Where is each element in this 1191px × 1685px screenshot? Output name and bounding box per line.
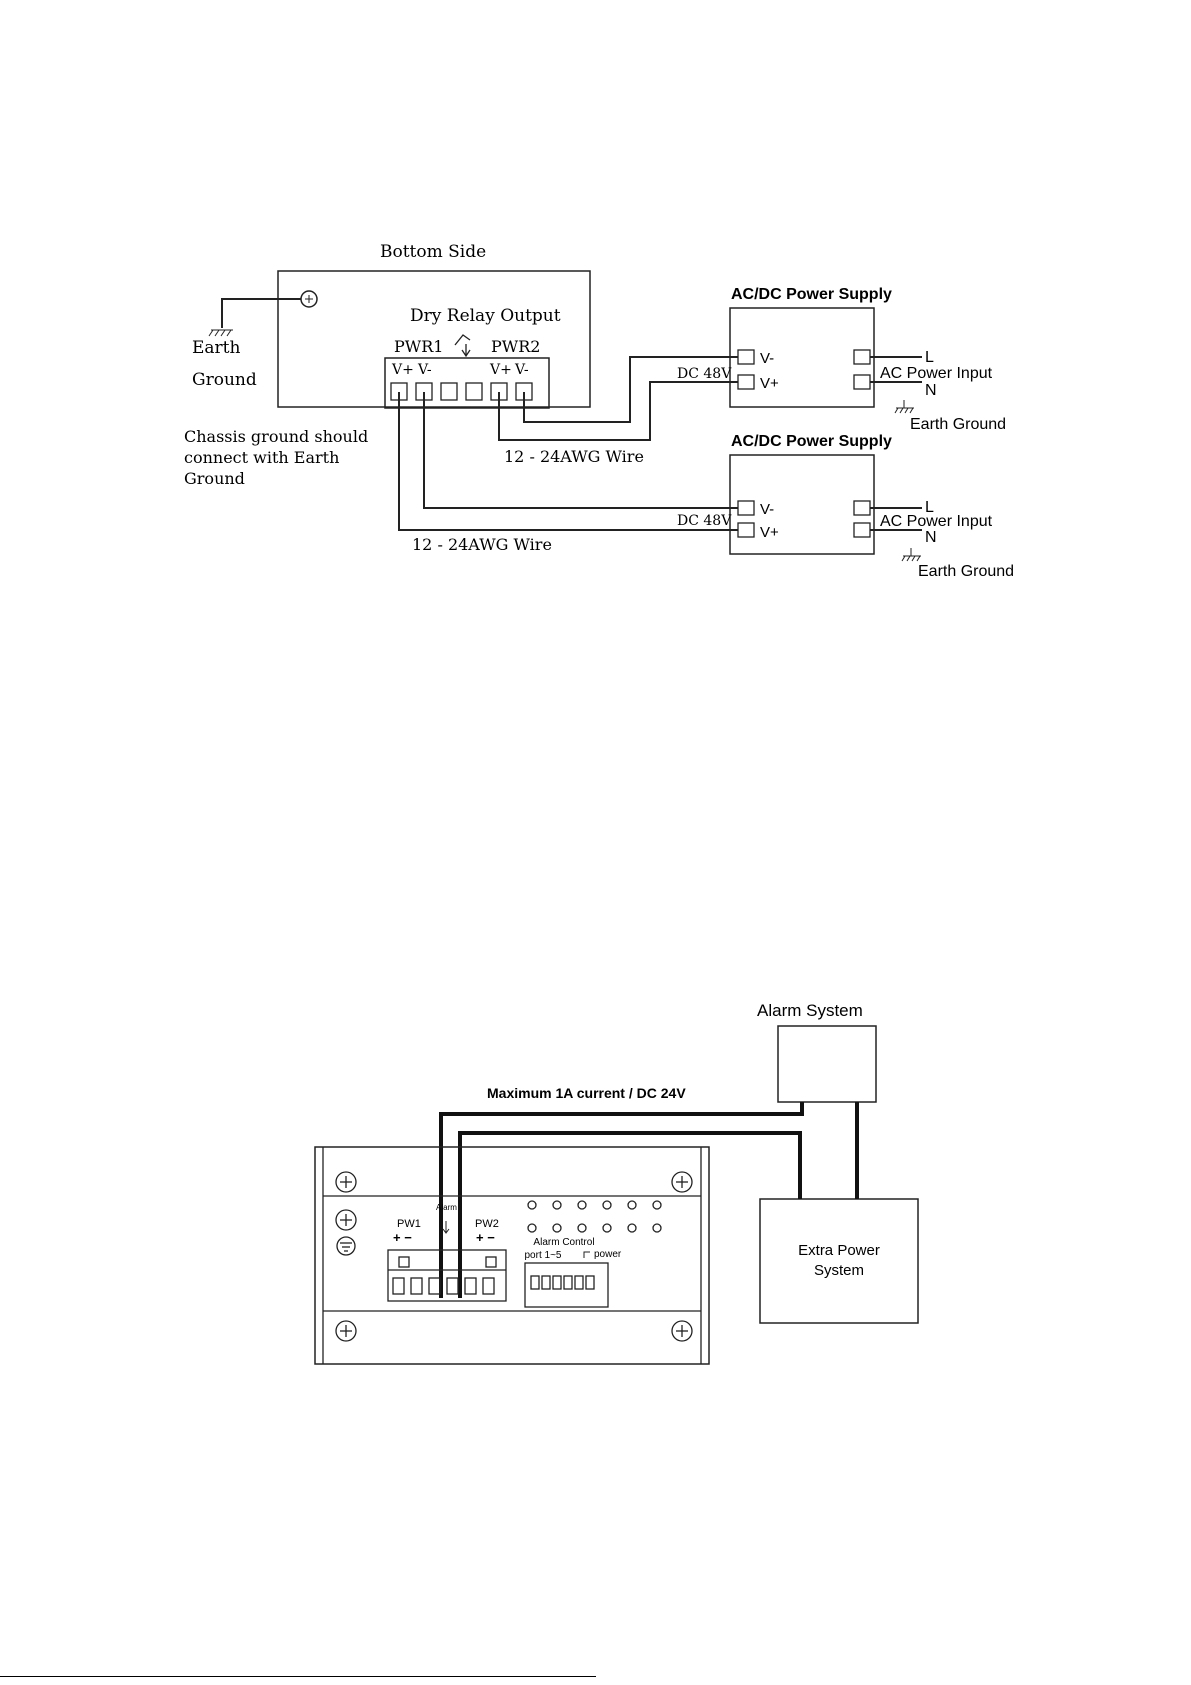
supply2-box <box>729 454 875 555</box>
supply2-vplus-terminal <box>737 522 755 538</box>
supply2-dc-label: DC 48V <box>677 513 732 529</box>
supply1-n-terminal <box>853 374 871 390</box>
supply1-l-terminal <box>853 349 871 365</box>
supply2-vplus-label: V+ <box>760 524 779 541</box>
terminal-label-pwr1-vplus: V+ <box>391 362 414 378</box>
supply1-title: AC/DC Power Supply <box>731 286 892 303</box>
pwr2-label: PWR2 <box>491 337 540 356</box>
pw1-polarity: + − <box>393 1230 412 1245</box>
supply1-vminus-terminal <box>737 349 755 365</box>
wire-pwr2-vminus-to-supply1 <box>523 356 738 423</box>
alarm-wire-2 <box>458 1131 802 1298</box>
supply2-title: AC/DC Power Supply <box>731 433 892 450</box>
alarm-wiring-diagram: Alarm System Extra Power System Maximum … <box>314 1001 919 1365</box>
earth-wire <box>221 298 301 328</box>
supply1-vplus-label: V+ <box>760 375 779 392</box>
screw-icon <box>671 1320 693 1342</box>
terminal-label-pwr2-vminus: V- <box>514 362 529 378</box>
extra-power-system-box <box>759 1198 919 1324</box>
max-current-label: Maximum 1A current / DC 24V <box>487 1085 686 1101</box>
wire-pwr2-vplus-to-supply1 <box>498 381 738 441</box>
pw1-label: PW1 <box>397 1218 421 1230</box>
supply2-earth-ground-label: Earth Ground <box>918 563 1014 580</box>
supply2-ac-input-label: AC Power Input <box>880 513 993 530</box>
dry-relay-output-label: Dry Relay Output <box>410 306 561 326</box>
supply1-l-label: L <box>925 349 934 366</box>
supply1-earth-ground-label: Earth Ground <box>910 416 1006 433</box>
relay-symbol-icon <box>454 334 471 358</box>
alarm-system-box <box>777 1025 877 1103</box>
extra-power-label-line2: System <box>814 1262 864 1279</box>
supply2-l-terminal <box>853 500 871 516</box>
terminal-label-pwr1-vminus: V- <box>417 362 432 378</box>
terminal-screw-row <box>390 382 533 401</box>
led-indicators <box>527 1200 662 1233</box>
bottom-side-label: Bottom Side <box>380 242 486 262</box>
supply1-vminus-label: V- <box>760 350 774 367</box>
screw-icon <box>671 1171 693 1193</box>
alarm-small-label: Alarm <box>436 1203 457 1212</box>
supply2-l-label: L <box>925 499 934 516</box>
ground-label: Ground <box>192 370 257 390</box>
supply1-earth-ground-icon <box>894 400 914 414</box>
pw2-label: PW2 <box>475 1218 499 1230</box>
supply1-n-label: N <box>925 382 937 399</box>
ac-dc-power-supply-1: AC/DC Power Supply DC 48V V- V+ L AC Pow… <box>677 286 1006 433</box>
device-bottom-side-box <box>277 270 591 408</box>
alarm-wire-1 <box>439 1102 804 1298</box>
ac-dc-power-supply-2: AC/DC Power Supply DC 48V V- V+ L AC Pow… <box>677 433 1014 580</box>
extra-power-label-line1: Extra Power <box>798 1242 880 1259</box>
chassis-note-line3: Ground <box>184 469 245 488</box>
supply2-earth-ground-icon <box>901 548 921 562</box>
chassis-note-line2: connect with Earth <box>184 448 339 467</box>
relay-arrow-icon <box>442 1221 450 1234</box>
supply2-n-terminal <box>853 522 871 538</box>
ground-screw-icon <box>300 290 318 308</box>
terminal-label-pwr2-vplus: V+ <box>489 362 512 378</box>
supply1-box <box>729 307 875 408</box>
supply2-vminus-terminal <box>737 500 755 516</box>
power-label: power <box>594 1249 622 1260</box>
earth-label: Earth <box>192 338 241 358</box>
wire-pwr1-vplus-to-supply2 <box>398 392 738 531</box>
dip-switch <box>524 1262 609 1308</box>
screw-icon <box>335 1320 357 1342</box>
terminal-block <box>384 357 550 409</box>
earth-ground-symbol-icon <box>208 329 233 337</box>
ground-terminal-icon <box>336 1236 356 1256</box>
pw2-polarity: + − <box>476 1230 495 1245</box>
screw-icon <box>335 1209 357 1231</box>
wire-label-upper: 12 - 24AWG Wire <box>504 447 644 466</box>
wire-label-lower: 12 - 24AWG Wire <box>412 535 552 554</box>
chassis-note-line1: Chassis ground should <box>184 427 368 446</box>
port-range-label: port 1~5 <box>525 1250 562 1261</box>
footer-rule <box>0 1676 596 1677</box>
screw-icon <box>335 1171 357 1193</box>
mounting-screws <box>335 1171 693 1342</box>
alarm-system-label: Alarm System <box>757 1001 863 1020</box>
alarm-terminal-block <box>387 1249 507 1302</box>
supply1-dc-label: DC 48V <box>677 366 732 382</box>
supply2-vminus-label: V- <box>760 501 774 518</box>
alarm-control-label: Alarm Control <box>533 1237 594 1248</box>
supply2-n-label: N <box>925 529 937 546</box>
device-front-panel <box>314 1146 710 1365</box>
wire-pwr1-vminus-to-supply2 <box>423 392 738 509</box>
pwr1-label: PWR1 <box>394 337 443 356</box>
power-wiring-diagram: Bottom Side Earth Ground Dry Relay Outpu… <box>184 242 1014 580</box>
supply1-ac-input-label: AC Power Input <box>880 365 993 382</box>
supply1-vplus-terminal <box>737 374 755 390</box>
